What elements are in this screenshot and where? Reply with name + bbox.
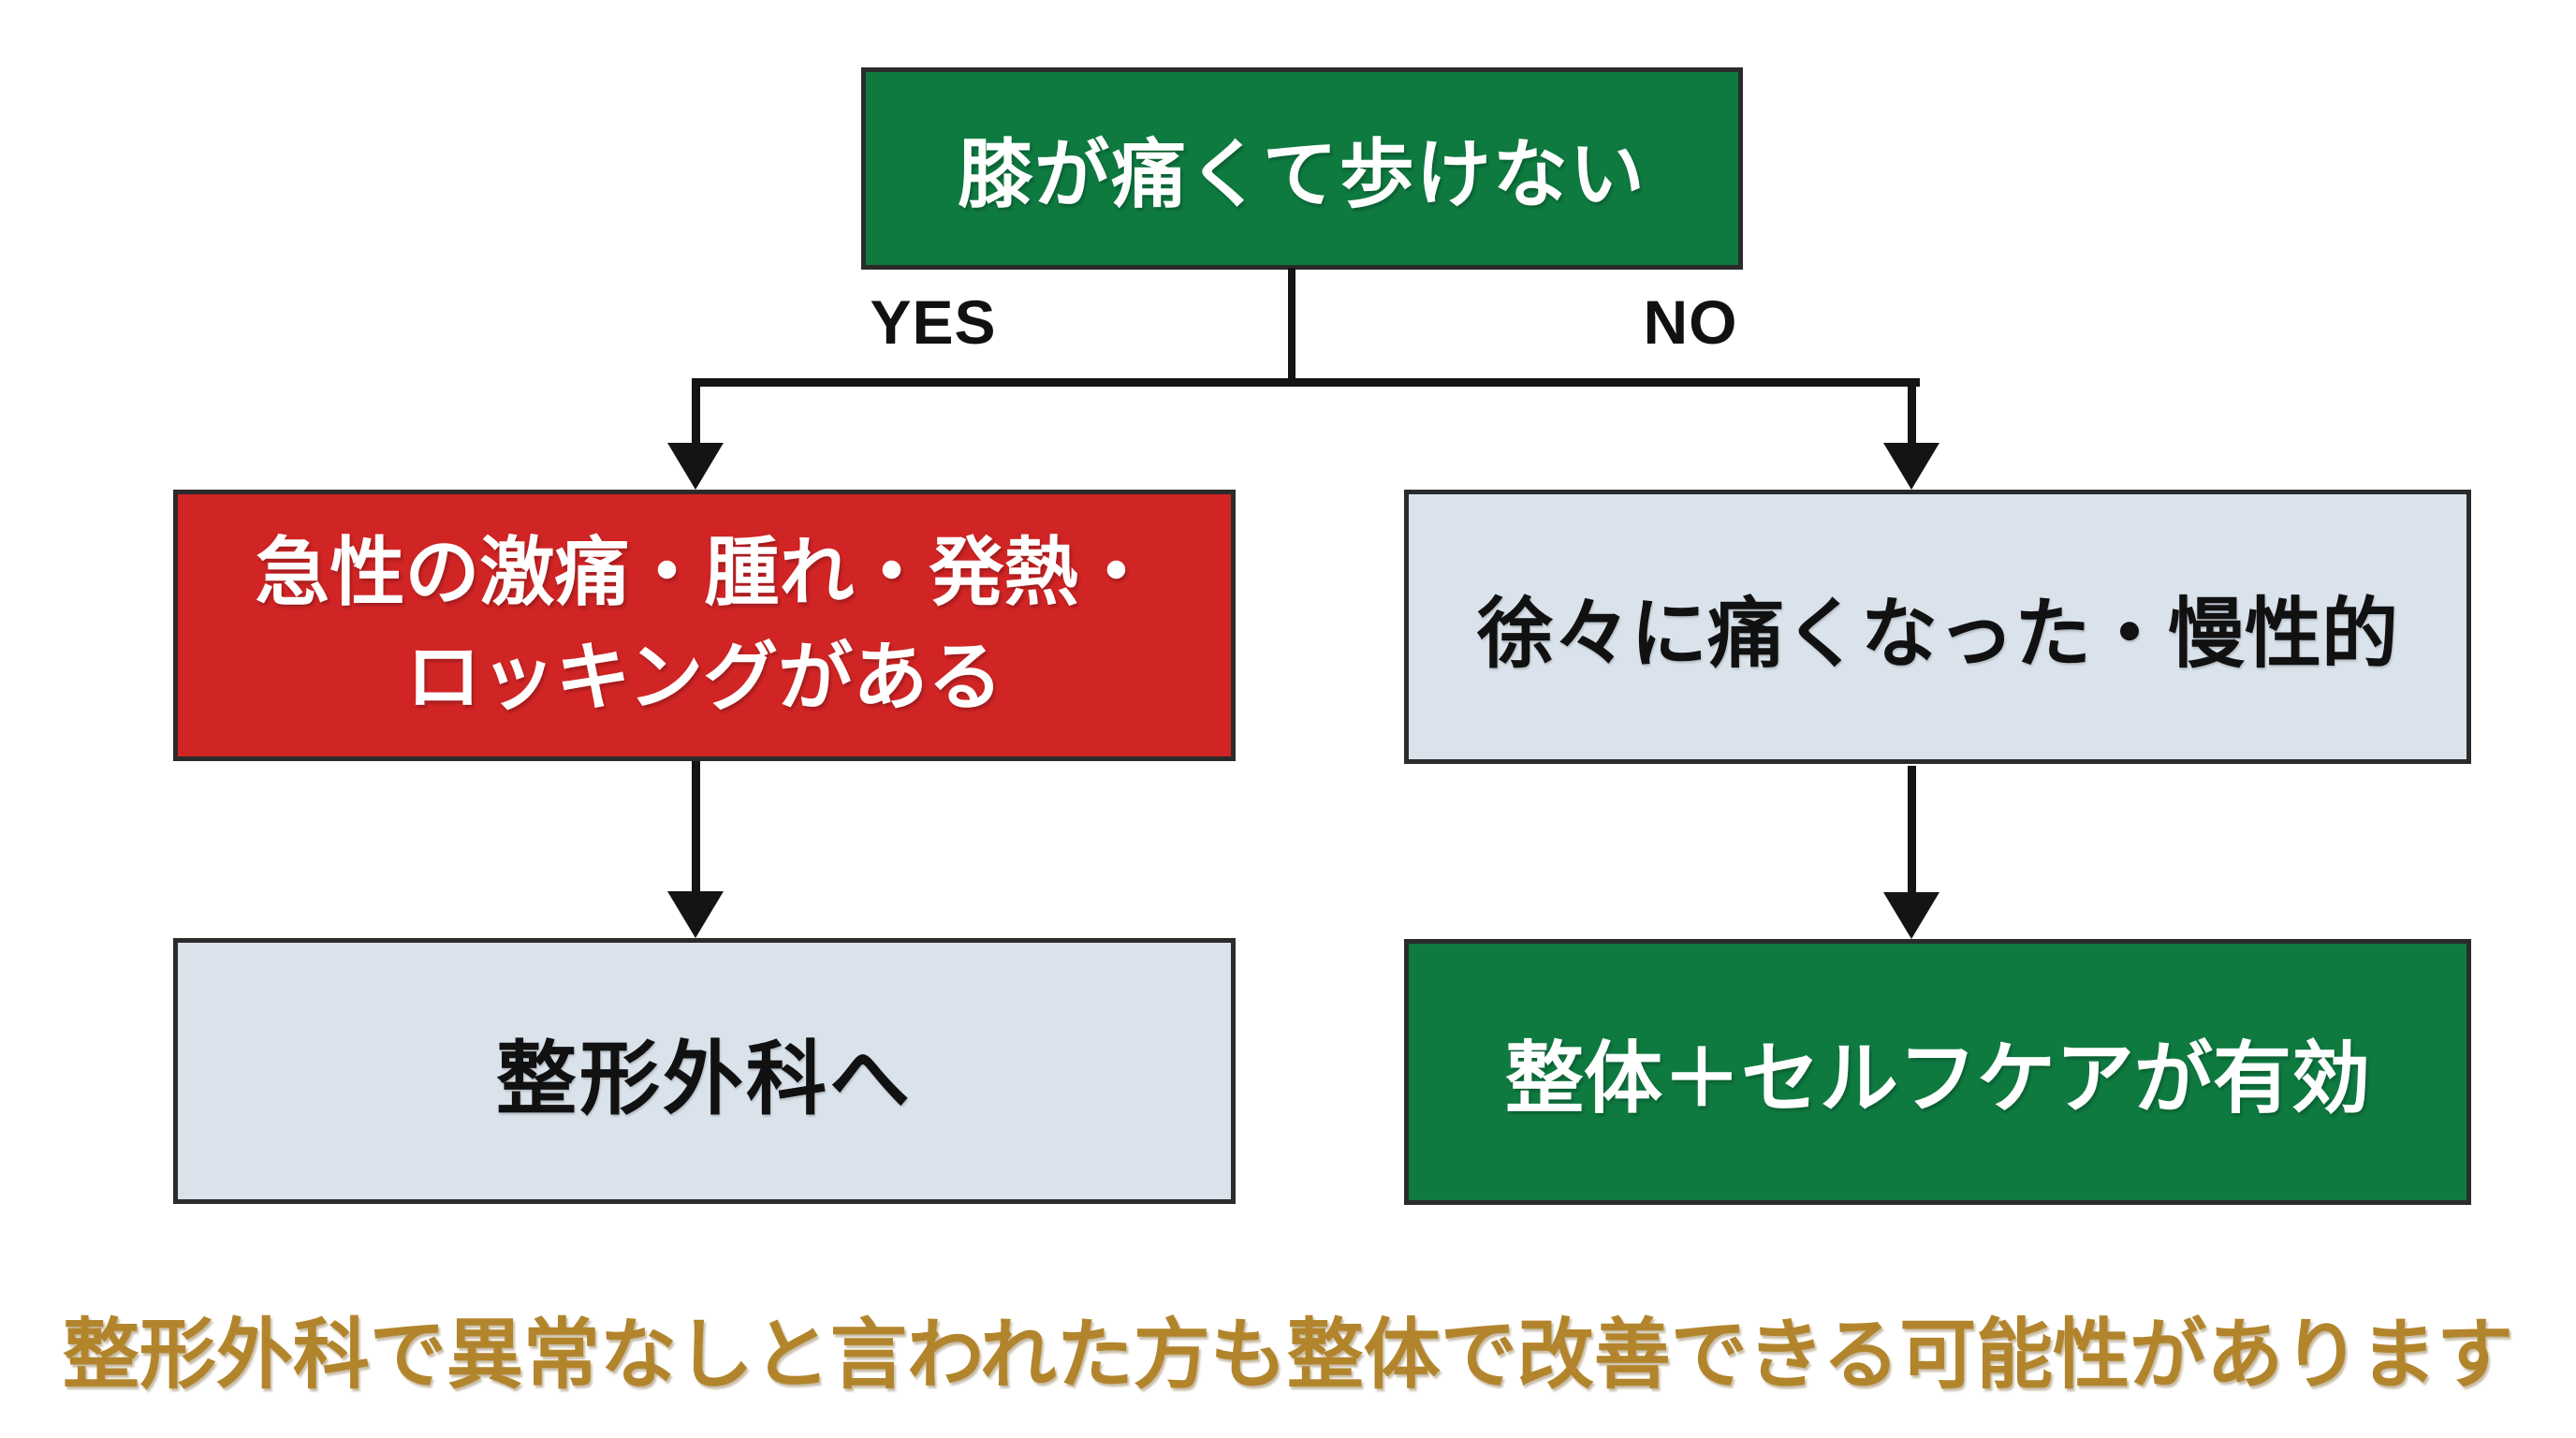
connector-branch-bar [692,378,1920,387]
footer-note: 整形外科で異常なしと言われた方も整体で改善できる可能性があります [62,1313,2514,1398]
arrow-down-icon [667,443,724,490]
connector-chronic-to-seitai [1908,766,1916,896]
node-acute-line1: 急性の激痛・腫れ・発熱・ [255,531,1154,614]
arrow-down-icon [1883,892,1939,939]
node-orthopedics-label: 整形外科へ [496,1034,913,1124]
node-seitai-selfcare: 整体＋セルフケアが有効 [1404,939,2471,1205]
connector-no-drop [1908,378,1916,449]
connector-root-stem [1288,268,1295,382]
node-root-label: 膝が痛くて歩けない [958,133,1647,216]
arrow-down-icon [1883,443,1939,490]
node-seitai-label: 整体＋セルフケアが有効 [1504,1034,2370,1123]
branch-yes-label: YES [870,287,997,357]
connector-yes-drop [692,378,700,449]
node-acute-line2: ロッキングがある [405,636,1003,719]
node-root: 膝が痛くて歩けない [861,67,1743,270]
connector-acute-to-orthopedics [692,761,700,896]
node-chronic-pain: 徐々に痛くなった・慢性的 [1404,490,2471,764]
arrow-down-icon [667,891,724,938]
node-acute-symptoms: 急性の激痛・腫れ・発熱・ ロッキングがある [173,490,1236,761]
node-orthopedics: 整形外科へ [173,938,1236,1204]
branch-no-label: NO [1643,287,1738,357]
node-chronic-label: 徐々に痛くなった・慢性的 [1476,592,2398,677]
